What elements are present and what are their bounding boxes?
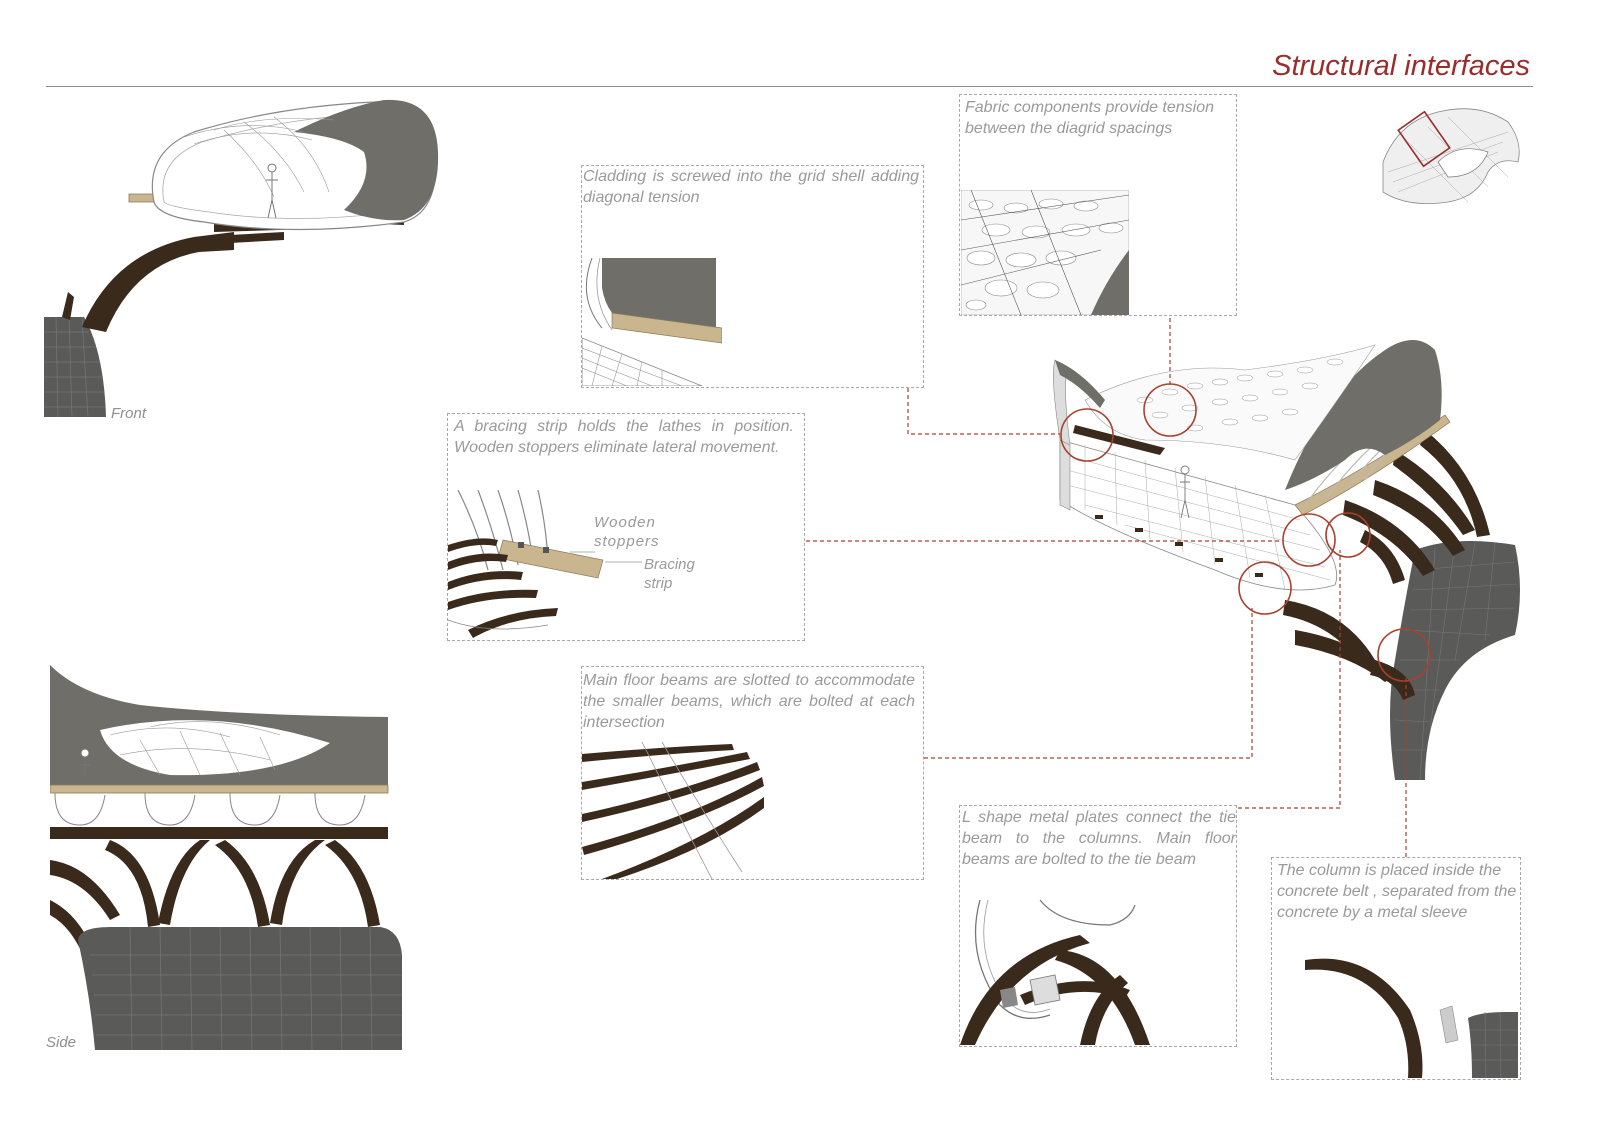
floor-beams-callout-box — [581, 666, 924, 880]
cladding-caption: Cladding is screwed into the grid shell … — [583, 168, 919, 206]
front-view-drawing — [44, 99, 439, 418]
cladding-callout-box — [581, 165, 924, 388]
page-title: Structural interfaces — [1272, 50, 1530, 82]
floor-beams-caption: Main floor beams are slotted to accommod… — [583, 672, 915, 731]
side-view-label: Side — [46, 1034, 77, 1051]
main-perspective-drawing — [1053, 340, 1520, 780]
column-caption: The column is placed inside the concrete… — [1277, 862, 1517, 921]
bracing-caption: A bracing strip holds the lathes in posi… — [454, 418, 794, 456]
l-plates-detail-drawing — [960, 899, 1150, 1045]
title-rule — [46, 86, 1533, 87]
label-leaders — [570, 551, 642, 563]
location-map-thumbnail — [1382, 108, 1520, 204]
column-callout-box — [1271, 857, 1521, 1080]
wooden-stoppers-label: Wooden stoppers — [594, 514, 660, 550]
fabric-callout-box — [959, 94, 1237, 316]
cladding-detail-drawing — [582, 258, 722, 386]
fabric-detail-drawing — [961, 190, 1129, 315]
column-detail-drawing — [1305, 958, 1518, 1078]
l-plates-callout-box — [959, 805, 1237, 1047]
fabric-caption: Fabric components provide tension betwee… — [965, 99, 1215, 137]
front-view-label: Front — [111, 405, 147, 422]
bracing-callout-box — [447, 413, 805, 641]
side-view-drawing — [50, 665, 402, 1050]
bracing-detail-drawing — [448, 490, 604, 638]
l-plates-caption: L shape metal plates connect the tie bea… — [962, 809, 1236, 868]
floor-beams-detail-drawing — [582, 742, 764, 879]
bracing-strip-label: Bracing strip — [644, 556, 695, 592]
